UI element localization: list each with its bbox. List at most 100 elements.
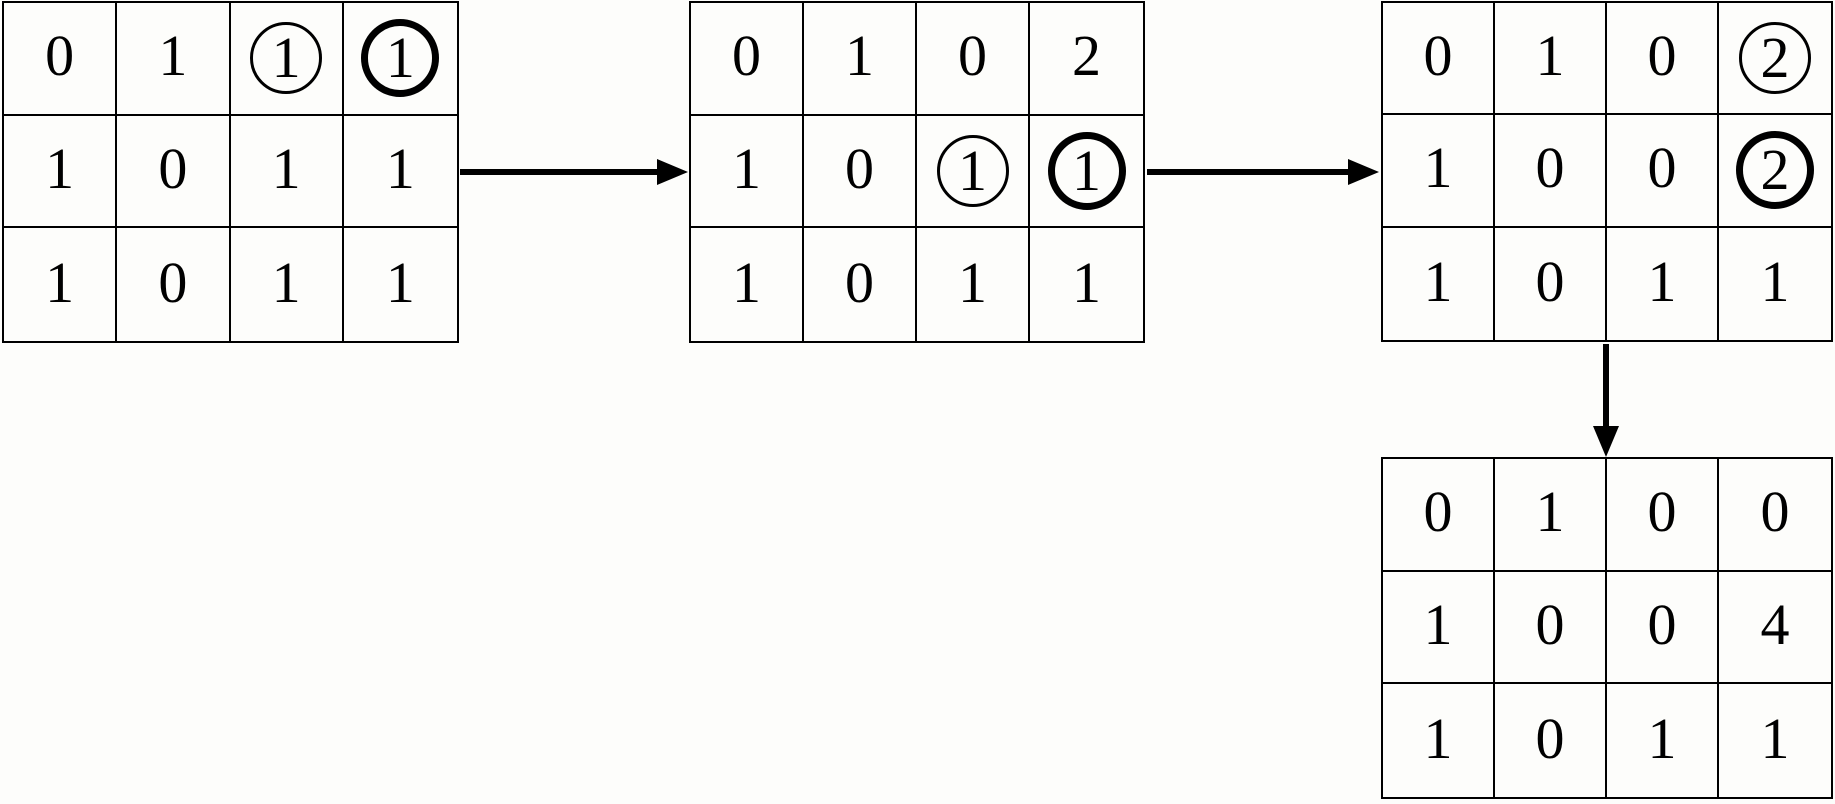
matrix-cell: 1 (804, 3, 917, 116)
matrix-cell: 1 (117, 3, 231, 116)
cell-value: 0 (1760, 479, 1790, 545)
matrix-cell: 1 (1719, 228, 1831, 340)
thin-circled-value: 1 (936, 134, 1009, 207)
cell-value: 0 (1535, 591, 1565, 657)
matrix-cell: 0 (1607, 459, 1719, 572)
matrix-cell: 1 (1383, 571, 1495, 685)
matrix-cell: 0 (117, 228, 231, 341)
cell-value: 1 (1647, 705, 1677, 771)
matrix-cell: 1 (344, 228, 457, 341)
matrix-cell: 1 (1383, 115, 1495, 228)
matrix-cell: 1 (230, 3, 344, 116)
arrow-shaft (1147, 169, 1349, 175)
matrix-cell: 1 (1030, 116, 1143, 229)
matrix-cell: 1 (231, 228, 344, 341)
matrix-cell: 0 (1719, 459, 1831, 572)
matrix-cell: 1 (343, 116, 457, 229)
matrix-cell: 1 (1030, 228, 1143, 341)
cell-value: 0 (1647, 135, 1677, 201)
matrix-cell: 0 (1383, 459, 1495, 572)
matrix-cell: 1 (1383, 227, 1495, 340)
matrix-cell: 0 (1607, 115, 1719, 228)
thin-circled-value: 1 (250, 22, 323, 95)
cell-value: 0 (1535, 248, 1565, 314)
matrix-cell: 1 (917, 115, 1030, 229)
thin-circled-value: 2 (1739, 22, 1811, 95)
cell-value: 0 (732, 23, 761, 89)
matrix-cell: 0 (917, 3, 1030, 116)
matrix-cell: 1 (4, 228, 118, 341)
cell-value: 1 (1647, 248, 1677, 314)
matrix-cell: 1 (917, 228, 1030, 341)
cell-value: 0 (1423, 23, 1453, 89)
matrix-cell: 0 (117, 115, 231, 229)
matrix-cell: 1 (1607, 227, 1719, 340)
bold-circled-value: 2 (1736, 131, 1814, 210)
matrix-cell: 0 (1383, 3, 1495, 116)
cell-value: 1 (385, 135, 415, 201)
matrix-cell: 0 (804, 228, 917, 341)
cell-value: 0 (158, 249, 188, 315)
matrix-cell: 0 (1495, 227, 1607, 340)
bold-circled-value: 1 (1047, 131, 1126, 210)
cell-value: 1 (1423, 591, 1453, 657)
cell-value: 0 (1535, 705, 1565, 771)
cell-value: 1 (271, 249, 301, 315)
cell-value: 0 (845, 135, 874, 201)
cell-value: 1 (1423, 248, 1453, 314)
cell-value: 1 (845, 23, 874, 89)
cell-value: 0 (1535, 135, 1565, 201)
matrix-cell: 2 (1030, 3, 1143, 116)
matrix-cell: 0 (1607, 571, 1719, 685)
matrix-cell: 0 (1495, 115, 1607, 228)
cell-value: 1 (732, 249, 761, 315)
cell-value: 0 (45, 23, 75, 89)
cell-value: 0 (1647, 23, 1677, 89)
cell-value: 1 (385, 249, 415, 315)
matrix-cell: 1 (4, 115, 118, 229)
cell-value: 2 (1072, 23, 1101, 89)
matrix-cell: 1 (1607, 684, 1719, 797)
cell-value: 1 (45, 135, 75, 201)
arrow-head (1348, 159, 1379, 185)
matrix-cell: 0 (691, 3, 804, 116)
matrix-cell: 1 (1719, 684, 1831, 797)
arrow-shaft (1603, 344, 1609, 429)
matrix-cell: 1 (1383, 684, 1495, 797)
cell-value: 0 (845, 249, 874, 315)
matrix-cell: 1 (230, 115, 344, 229)
cell-value: 1 (1535, 23, 1565, 89)
matrix-cell: 1 (691, 115, 804, 229)
matrix-cell: 0 (1495, 571, 1607, 685)
arrow-head (657, 159, 688, 185)
matrix-cell: 0 (1607, 3, 1719, 116)
cell-value: 1 (958, 249, 987, 315)
matrix-cell: 1 (343, 3, 457, 116)
cell-value: 1 (1423, 135, 1453, 201)
cell-value: 1 (1423, 705, 1453, 771)
matrix-cell: 0 (804, 115, 917, 229)
matrix-cell: 1 (1495, 3, 1607, 116)
cell-value: 1 (1760, 705, 1790, 771)
arrow-head (1593, 426, 1619, 457)
arrow-shaft (460, 169, 658, 175)
cell-value: 0 (1647, 591, 1677, 657)
bold-circled-value: 1 (361, 19, 440, 98)
matrix-cell: 0 (1495, 684, 1607, 797)
cell-value: 4 (1760, 591, 1790, 657)
cell-value: 1 (1072, 249, 1101, 315)
cell-value: 1 (158, 23, 188, 89)
cell-value: 1 (732, 135, 761, 201)
cell-value: 0 (158, 135, 188, 201)
matrix-cell: 0 (4, 3, 118, 116)
matrix-cell: 1 (691, 228, 804, 341)
cell-value: 0 (1423, 479, 1453, 545)
matrix-cell: 4 (1719, 572, 1831, 685)
cell-value: 1 (1760, 248, 1790, 314)
matrix-cell: 2 (1719, 115, 1831, 228)
matrix-cell: 1 (1495, 459, 1607, 572)
matrix-cell: 2 (1719, 3, 1831, 116)
